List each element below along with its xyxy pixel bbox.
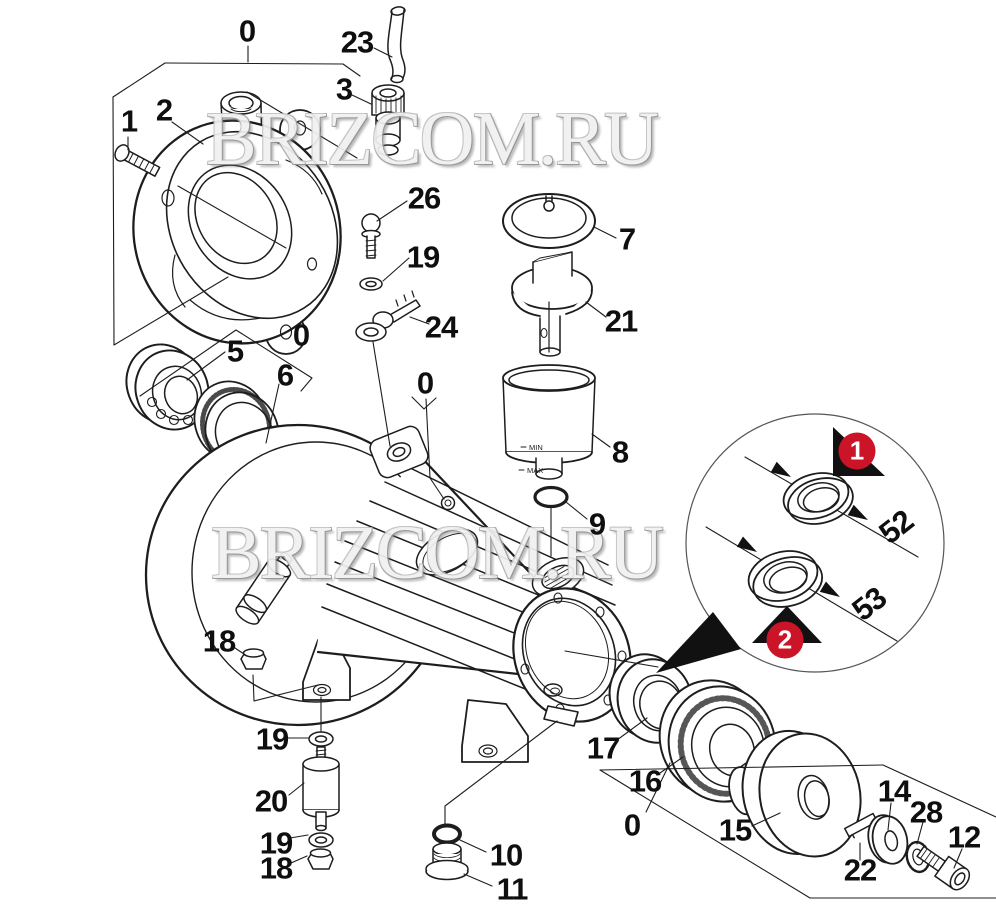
oil-cap-7-drawing xyxy=(502,193,596,249)
watermark: BRIZCOM.RU xyxy=(206,97,659,181)
reservoir-max-label: MAX xyxy=(527,466,543,475)
fitting-3-drawing xyxy=(371,84,405,156)
motor-housing-drawing xyxy=(144,423,632,763)
drain-plug-11-drawing xyxy=(425,842,469,881)
washer-14-drawing xyxy=(867,814,909,865)
wobble-plate-15-drawing xyxy=(728,729,862,858)
rotor-21-drawing xyxy=(511,251,593,357)
badge-1-triangle xyxy=(833,427,885,476)
screw-26-drawing xyxy=(361,213,381,259)
mount-chain-drawing xyxy=(240,648,340,870)
seal-52-drawing xyxy=(744,456,919,558)
badge-2-triangle xyxy=(752,606,822,643)
washer-19-top-drawing xyxy=(359,277,383,291)
fitting-24-drawing xyxy=(355,290,421,342)
reservoir-min-label: MIN xyxy=(529,443,543,452)
bearing-5-drawing xyxy=(125,343,210,431)
hose-23-drawing xyxy=(387,6,406,84)
bolt-12-drawing xyxy=(916,845,971,891)
screw-1-drawing xyxy=(114,144,161,177)
pointer-arrow xyxy=(656,612,741,673)
o-ring-9-drawing xyxy=(533,485,569,509)
oil-reservoir-8-drawing: MIN MAX xyxy=(502,301,596,480)
watermark: BRIZCOM.RU xyxy=(211,511,664,595)
pump-head-drawing xyxy=(114,91,342,355)
leader-lines xyxy=(112,45,996,899)
seal-53-drawing xyxy=(705,526,898,642)
o-ring-10-drawing xyxy=(432,823,462,845)
